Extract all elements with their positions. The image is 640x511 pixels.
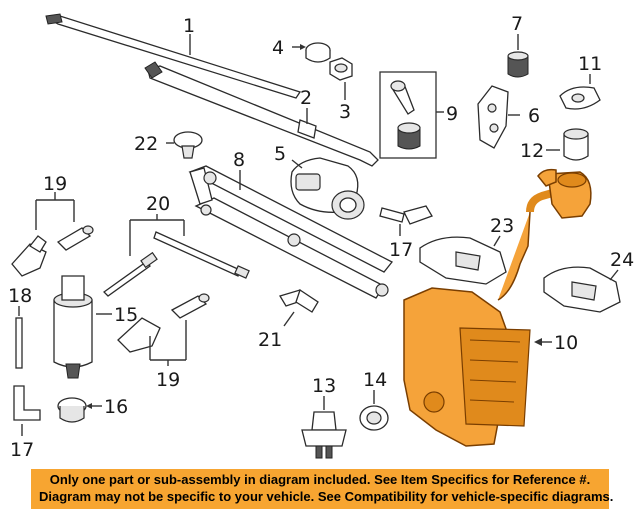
grommet-22 [173,131,203,159]
cap-4 [305,42,331,63]
nozzle-19-left [11,235,47,277]
linkage-8 [188,165,394,299]
callout-20: 20 [146,193,170,215]
cover-24 [543,266,621,313]
callout-1: 1 [183,15,195,37]
sensor-13 [301,411,347,459]
wiper-arm-1 [45,13,302,99]
callout-19-upper: 19 [43,173,67,195]
grommet-7 [507,51,529,78]
callout-9: 9 [446,103,458,125]
callout-21: 21 [258,329,282,351]
leader-5 [291,159,303,169]
bushing-9 [397,122,421,150]
callout-6: 6 [528,105,540,127]
callout-3: 3 [339,101,351,123]
pin-18 [15,317,23,369]
leader-23 [493,235,501,247]
bolt-9 [390,80,415,115]
nozzle-19-lower-right [170,293,210,319]
disclaimer-banner: Only one part or sub-assembly in diagram… [31,469,614,509]
washer-pump-15 [53,275,93,379]
nozzle-19-right [56,225,94,251]
grommet-14 [359,405,389,431]
callout-12: 12 [520,140,544,162]
rod-20-a [102,251,158,297]
callout-5: 5 [274,143,286,165]
callout-17-upper: 17 [389,239,413,261]
cover-23 [419,236,507,285]
callout-16: 16 [104,396,128,418]
callout-23: 23 [490,215,514,237]
callout-22: 22 [134,133,158,155]
grommet-16 [57,397,87,423]
nut-3 [329,57,353,81]
callout-14: 14 [363,369,387,391]
wiper-blade-2 [144,61,379,167]
callout-2: 2 [300,87,312,109]
rod-20-b [153,231,250,279]
callout-13: 13 [312,375,336,397]
disclaimer-line-1: Only one part or sub-assembly in diagram… [49,472,591,487]
callout-4: 4 [272,37,284,59]
connector-17-upper [379,205,433,225]
callout-18: 18 [8,285,32,307]
callout-24: 24 [610,249,634,271]
elbow-17-lower [13,385,41,421]
callout-10: 10 [554,332,578,354]
cap-12 [563,128,589,161]
clip-11 [559,86,601,110]
wiper-motor-5 [290,157,365,220]
kit-box-9 [379,71,437,159]
callout-7: 7 [511,13,523,35]
bracket-6 [477,85,509,149]
callout-11: 11 [578,53,602,75]
leader-24 [609,269,619,281]
callout-17-lower: 17 [10,439,34,461]
callout-15: 15 [114,304,138,326]
disclaimer-line-2: Diagram may not be specific to your vehi… [39,489,614,504]
callout-19-lower: 19 [156,369,180,391]
callout-8: 8 [233,149,245,171]
washer-reservoir-10 [403,168,592,447]
connector-21 [279,288,319,313]
leader-21 [283,311,295,327]
